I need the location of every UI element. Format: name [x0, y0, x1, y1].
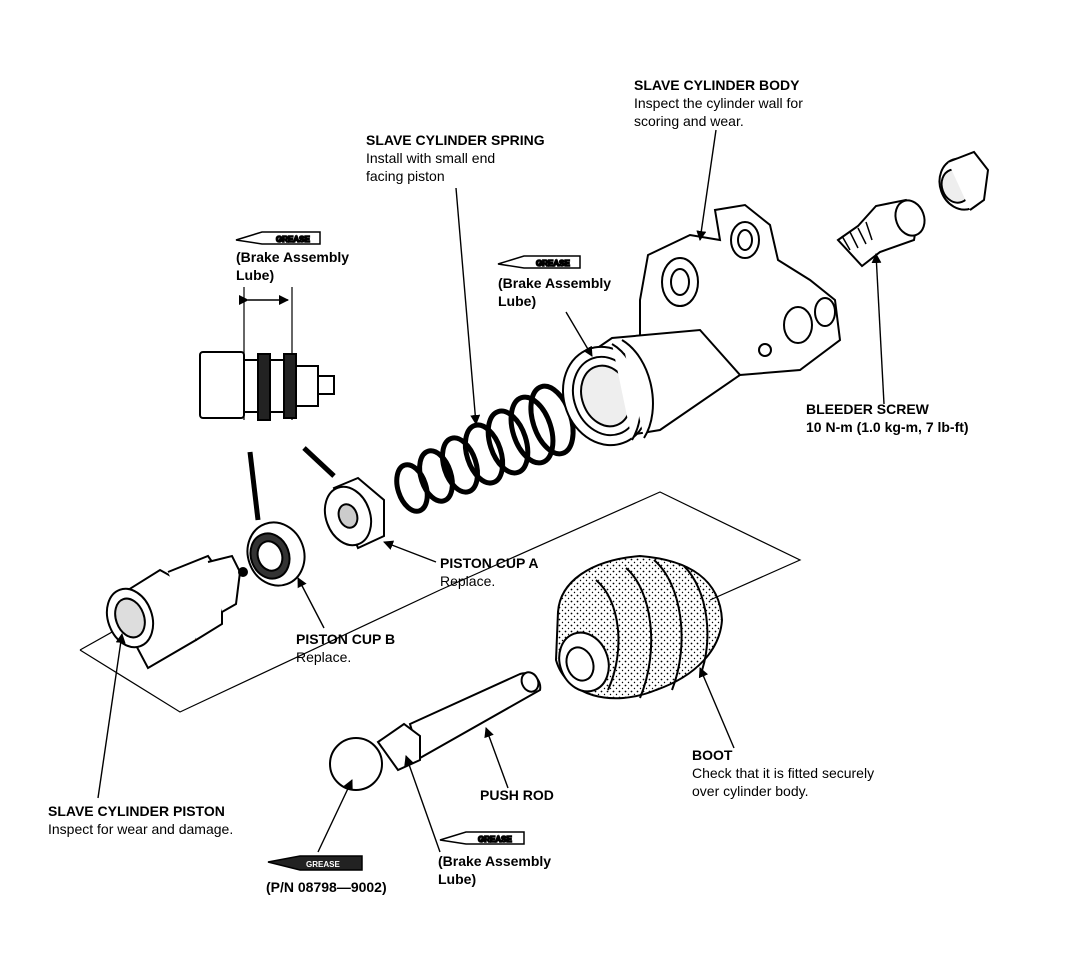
grease-icon: GREASE [235, 231, 321, 245]
slave-cylinder-spring-label: SLAVE CYLINDER SPRING Install with small… [366, 131, 545, 185]
lube-label-top-left: (Brake Assembly Lube) [236, 248, 349, 284]
boot-label: BOOT Check that it is fitted securely ov… [692, 746, 874, 800]
grease-tag-text: GREASE [478, 835, 512, 844]
bleeder-screw-title: BLEEDER SCREW [806, 401, 929, 417]
piston-cup-a-part [302, 446, 385, 550]
slave-cylinder-piston-part [105, 451, 261, 670]
piston-cup-b-desc: Replace. [296, 649, 352, 665]
boot-line1: Check that it is fitted securely [692, 765, 875, 781]
lube-label-top-mid: (Brake Assembly Lube) [498, 274, 611, 310]
slave-cylinder-body-part [561, 203, 842, 447]
leader-lines [97, 129, 885, 853]
push-rod-title: PUSH ROD [480, 787, 554, 803]
bleeder-screw-label: BLEEDER SCREW 10 N-m (1.0 kg-m, 7 lb-ft) [806, 400, 969, 436]
grease-tag-text: GREASE [306, 860, 340, 869]
slave-cylinder-body-label: SLAVE CYLINDER BODY Inspect the cylinder… [634, 76, 803, 130]
lube-label-line2: Lube) [236, 267, 275, 283]
push-rod-label: PUSH ROD [480, 786, 554, 804]
piston-cup-b-part [246, 521, 306, 587]
part-number-text: (P/N 08798—9002) [266, 879, 387, 895]
piston-cup-b-label: PISTON CUP B Replace. [296, 630, 395, 666]
slave-cylinder-piston-desc: Inspect for wear and damage. [48, 821, 234, 837]
grease-tag-text: GREASE [536, 259, 570, 268]
boot-line2: over cylinder body. [692, 783, 809, 799]
lube-label-line1: (Brake Assembly [236, 249, 350, 265]
piston-cup-a-title: PISTON CUP A [440, 555, 539, 571]
grease-icon: GREASE [439, 831, 525, 845]
piston-cup-a-label: PISTON CUP A Replace. [440, 554, 539, 590]
grease-icon: GREASE [267, 855, 363, 871]
lube-label-line2: Lube) [498, 293, 537, 309]
slave-cylinder-body-title: SLAVE CYLINDER BODY [634, 77, 800, 93]
slave-cylinder-spring-line2: facing piston [366, 168, 445, 184]
grease-tag-text: GREASE [276, 235, 310, 244]
slave-cylinder-piston-title: SLAVE CYLINDER PISTON [48, 803, 225, 819]
part-number-label: (P/N 08798—9002) [266, 878, 387, 896]
boot-part [554, 554, 724, 700]
lube-label-line2: Lube) [438, 871, 477, 887]
grease-icon: GREASE [497, 255, 581, 269]
bleeder-screw-part [836, 150, 990, 268]
piston-assembly-detail [199, 287, 335, 421]
push-rod-part [329, 671, 542, 791]
piston-cup-b-title: PISTON CUP B [296, 631, 396, 647]
boot-title: BOOT [692, 747, 733, 763]
slave-cylinder-body-line2: scoring and wear. [634, 113, 744, 129]
slave-cylinder-spring-line1: Install with small end [366, 150, 496, 166]
lube-label-line1: (Brake Assembly [498, 275, 612, 291]
slave-cylinder-piston-label: SLAVE CYLINDER PISTON Inspect for wear a… [48, 802, 233, 838]
lube-label-line1: (Brake Assembly [438, 853, 552, 869]
lube-label-bottom: (Brake Assembly Lube) [438, 852, 551, 888]
slave-cylinder-body-line1: Inspect the cylinder wall for [634, 95, 803, 111]
slave-cylinder-spring-title: SLAVE CYLINDER SPRING [366, 132, 545, 148]
bleeder-screw-spec: 10 N-m (1.0 kg-m, 7 lb-ft) [806, 419, 969, 435]
slave-cylinder-spring-part [394, 383, 576, 514]
piston-cup-a-desc: Replace. [440, 573, 496, 589]
